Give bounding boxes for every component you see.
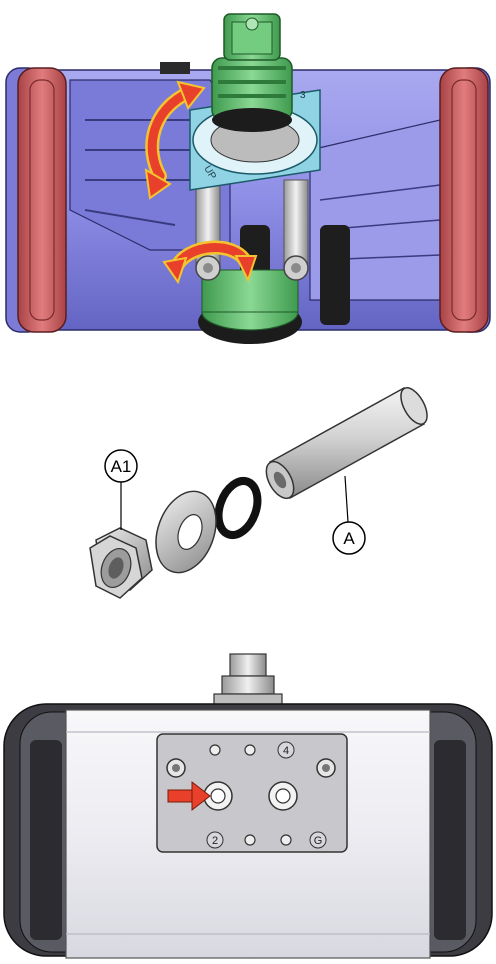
svg-text:2: 2 bbox=[212, 835, 218, 847]
rotate-arrow-icon bbox=[162, 240, 258, 285]
pin-exploded-drawing: A1 A bbox=[89, 386, 428, 599]
rotate-arrow-icon bbox=[144, 80, 206, 200]
o-ring bbox=[214, 476, 262, 540]
pointer-arrow-icon bbox=[167, 780, 211, 812]
washer bbox=[155, 490, 217, 574]
actuator-stem bbox=[213, 653, 283, 707]
valve-body-bottom bbox=[198, 269, 302, 344]
port-plate bbox=[156, 733, 348, 853]
actuator-assembly-drawing: UP 3 bbox=[5, 13, 491, 344]
figure-pin-exploded: A1 A bbox=[0, 380, 496, 640]
figure-actuator-assembly: UP 3 bbox=[0, 0, 496, 360]
actuator-housing bbox=[3, 703, 493, 959]
valve-pilot-top bbox=[211, 13, 293, 132]
port-label-4: 4 bbox=[277, 741, 295, 759]
port-plate-drawing: 4 2 G bbox=[3, 653, 493, 959]
port-label-g: G bbox=[309, 831, 327, 849]
callout-a1: A1 bbox=[104, 449, 138, 530]
side-mark-label: 3 bbox=[300, 90, 306, 101]
figure-port-plate: 4 2 G bbox=[0, 648, 496, 959]
callout-a: A bbox=[332, 475, 366, 555]
svg-text:G: G bbox=[314, 835, 323, 847]
svg-text:4: 4 bbox=[283, 745, 289, 757]
right-end-cap bbox=[439, 67, 491, 333]
left-end-cap bbox=[5, 67, 67, 333]
hex-nut bbox=[89, 527, 153, 599]
pin-sleeve bbox=[265, 386, 428, 500]
port-label-2: 2 bbox=[206, 831, 224, 849]
callout-a-label: A bbox=[343, 529, 355, 548]
callout-a1-label: A1 bbox=[111, 457, 132, 476]
